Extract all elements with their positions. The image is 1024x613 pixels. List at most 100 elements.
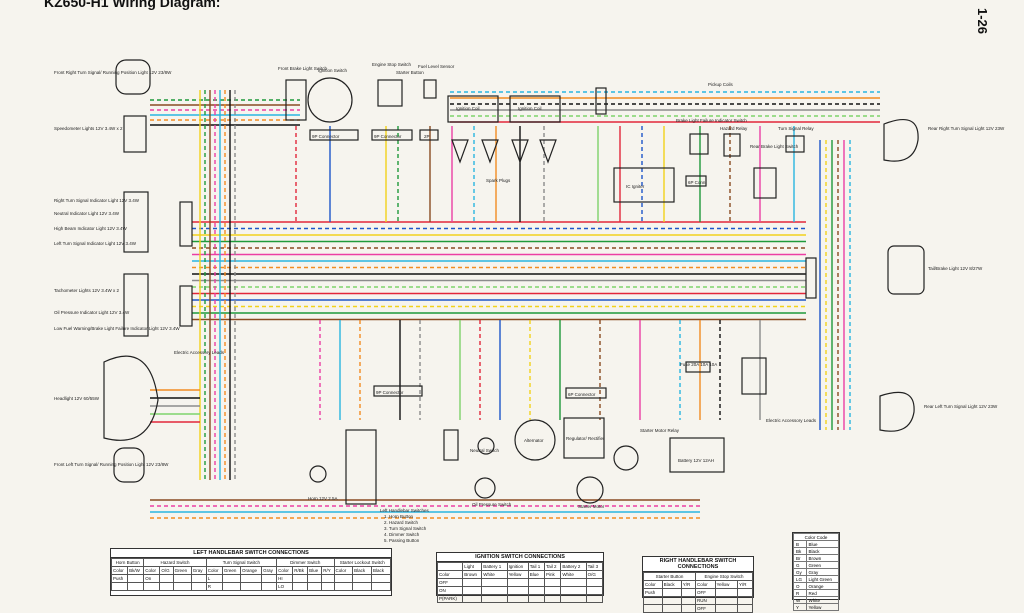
table-cell <box>661 596 682 605</box>
table-cell <box>481 586 508 595</box>
table-cell <box>643 596 663 605</box>
table-cell: Green <box>172 566 192 575</box>
legend-cell: Brown <box>805 554 840 562</box>
right-handlebar-table: RIGHT HANDLEBAR SWITCH CONNECTIONS Start… <box>642 556 754 613</box>
table-cell: Y/R <box>737 580 753 589</box>
table-cell <box>436 562 464 571</box>
table-cell: HI <box>276 574 294 583</box>
table-cell: LO <box>276 582 294 591</box>
legend-cell: R <box>793 589 807 597</box>
table-group-header: Hazard Switch <box>143 558 207 567</box>
front-right-turn-lamp <box>115 59 151 95</box>
table-cell <box>172 574 192 583</box>
table-cell <box>544 586 562 595</box>
starter-relay-shape <box>613 445 639 471</box>
legend-cell: LG <box>793 575 807 583</box>
label-battery: Battery 12V 12AH <box>678 458 714 463</box>
table-cell: R/Y <box>321 566 335 575</box>
connector-2p <box>419 129 439 141</box>
table-cell <box>307 582 323 591</box>
label-turn-relay: Turn Signal Relay <box>778 126 814 131</box>
table-cell: Black <box>352 566 372 575</box>
table-cell <box>333 574 354 583</box>
ignition-coil-left <box>447 95 499 123</box>
label-starter-relay: Starter Motor Relay <box>640 428 680 433</box>
table-cell <box>585 578 604 587</box>
table-row: ON <box>436 586 604 595</box>
tachometer-lamp-block <box>123 273 149 337</box>
starter-motor-shape <box>576 476 604 504</box>
left-handlebar-switch-block <box>345 429 377 505</box>
table-cell: Black <box>661 580 682 589</box>
label-oil-pressure-switch: Oil Pressure Switch <box>472 502 512 507</box>
table-row: OFF <box>643 604 753 613</box>
table-cell: Color <box>694 580 716 589</box>
table-cell <box>506 586 529 595</box>
indicator-connector <box>179 201 193 247</box>
table-cell: O/G <box>159 566 174 575</box>
table-cell: Light <box>462 562 483 571</box>
table-cell <box>352 574 372 583</box>
ic-igniter-shape <box>613 167 675 203</box>
legend-cell: White <box>805 596 840 604</box>
label-ic-igniter: IC Igniter <box>626 184 645 189</box>
legend-cell: Blue <box>805 540 840 548</box>
table-group-header: Turn Signal Switch <box>205 558 278 567</box>
fuel-sensor-shape <box>423 79 437 99</box>
legend-cell: O <box>793 582 807 590</box>
left-table-title: LEFT HANDLEBAR SWITCH CONNECTIONS <box>111 549 391 558</box>
wiring-diagram: Front Right Turn Signal/ Running Positio… <box>54 59 1005 543</box>
regulator-shape <box>563 417 605 459</box>
table-cell: Gray <box>261 566 278 575</box>
table-cell <box>352 582 372 591</box>
lh-item-5: 5. Passing Button <box>384 538 420 543</box>
table-cell <box>190 574 207 583</box>
table-cell: Color <box>333 566 354 575</box>
table-cell: Yellow <box>714 580 739 589</box>
label-tachometer: Tachometer Lights 12V 3.4W x 2 <box>54 288 120 293</box>
label-front-left-turn: Front Left Turn Signal/ Running Position… <box>54 462 169 467</box>
label-low-fuel: Low Fuel Warning/Brake Light Failure Ind… <box>54 326 180 331</box>
front-brake-switch-shape <box>285 79 307 121</box>
table-cell <box>261 582 278 591</box>
legend-cell: Gy <box>793 568 807 576</box>
table-cell <box>159 582 174 591</box>
label-fuses: Fuse 20A 10A 10A <box>680 362 717 367</box>
table-cell: Color <box>436 570 464 579</box>
label-fuel-level: Fuel Level Sensor <box>418 64 455 69</box>
table-cell <box>506 594 529 603</box>
table-cell: Blue <box>527 570 546 579</box>
label-ignition-coil-1: Ignition Coil <box>456 106 480 111</box>
label-electric-acc-rear: Electric Accessory Leads <box>766 418 817 423</box>
legend-cell: B <box>793 540 807 548</box>
connector-small <box>443 429 459 461</box>
ignition-switch-shape <box>307 77 353 123</box>
table-cell <box>370 582 392 591</box>
table-cell: OFF <box>436 578 464 587</box>
table-cell <box>506 578 529 587</box>
rear-connector <box>805 257 817 299</box>
indicator-lamp-block <box>123 191 149 253</box>
label-right-turn-indicator: Right Turn Signal Indicator Light 12V 3.… <box>54 198 140 203</box>
spark-plugs-shapes <box>451 139 557 164</box>
table-cell <box>560 578 587 587</box>
table-cell <box>261 574 278 583</box>
table-cell: L <box>205 574 223 583</box>
ignition-table-title: IGNITION SWITCH CONNECTIONS <box>437 553 603 562</box>
table-cell <box>527 578 546 587</box>
legend-cell: W <box>793 596 807 604</box>
table-cell: White <box>481 570 508 579</box>
table-cell: OFF <box>694 588 716 597</box>
table-cell: R <box>205 582 223 591</box>
table-group-header: Dimmer Switch <box>276 558 335 567</box>
label-headlight: Headlight 12V 60/55W <box>54 396 100 401</box>
table-cell <box>143 582 161 591</box>
table-cell <box>585 594 604 603</box>
table-cell <box>585 586 604 595</box>
table-cell <box>462 594 483 603</box>
